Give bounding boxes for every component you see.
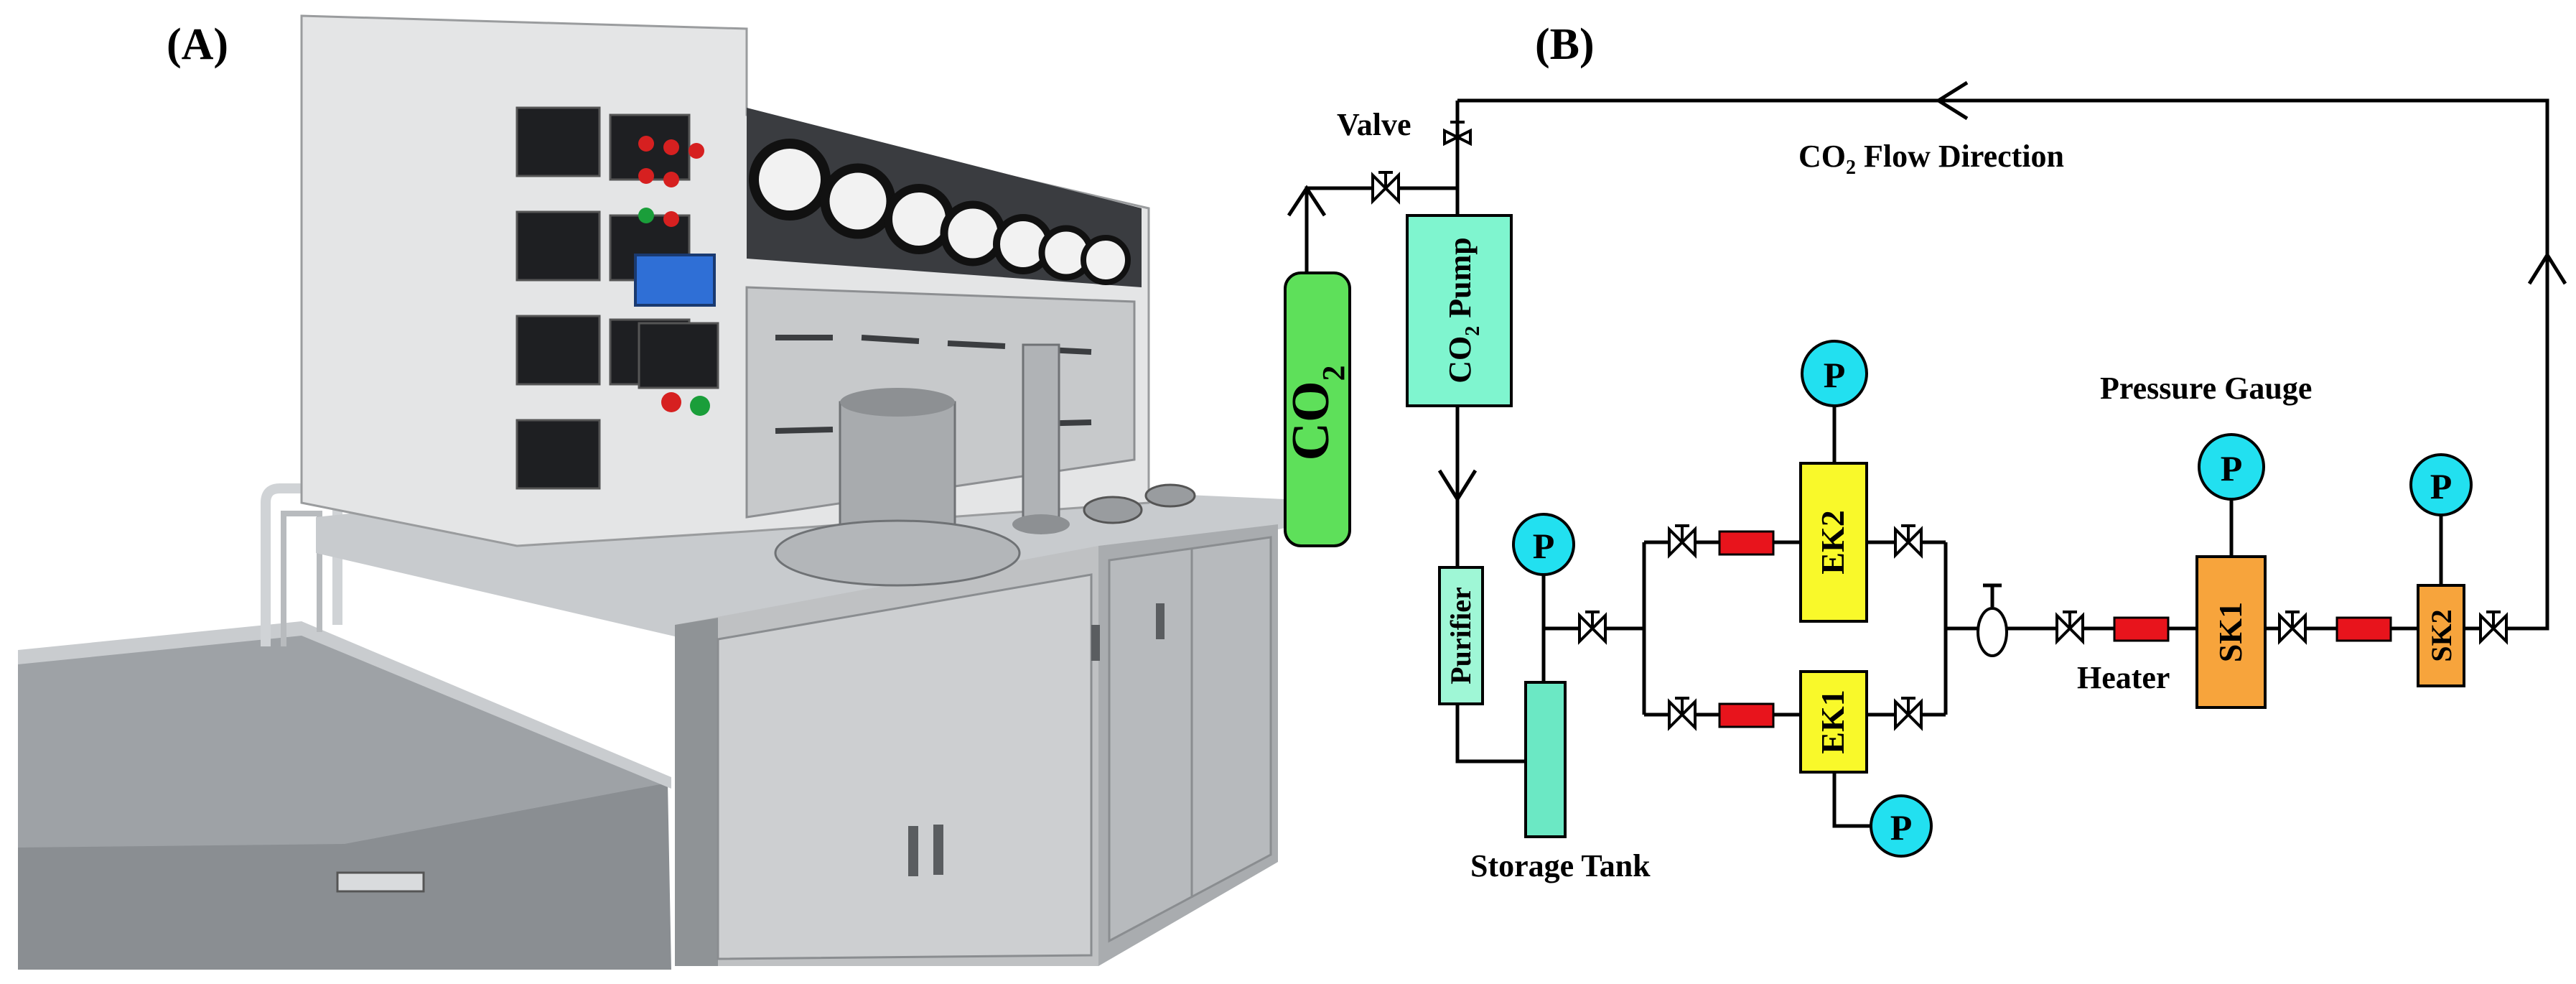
gauge-letter: P <box>2221 448 2243 488</box>
gauge-ek2: P <box>1801 340 1868 407</box>
heater-label: Heater <box>2077 660 2170 695</box>
controller-display <box>515 210 601 282</box>
valve-ek1-in <box>1668 697 1697 731</box>
panel-a-label: (A) <box>167 20 228 69</box>
controller-display <box>515 419 601 490</box>
temperature-controllers <box>515 106 719 490</box>
sink-handle <box>336 871 425 893</box>
valves <box>1371 121 2508 731</box>
photo-valve-handles <box>775 335 1092 434</box>
valve-heater-in <box>2055 611 2084 645</box>
arrow-return-top <box>1935 80 1969 121</box>
indicator-lights <box>638 136 710 416</box>
controller-display <box>638 322 719 389</box>
vessel-small <box>1083 496 1143 524</box>
flow-direction-label: CO2 Flow Direction <box>1798 139 2064 179</box>
co2-cylinder <box>1284 271 1351 547</box>
cabinet-side <box>675 618 718 966</box>
valve-top <box>1443 121 1472 147</box>
gauge-letter: P <box>2430 466 2453 506</box>
ek1-label: EK1 <box>1814 690 1851 753</box>
sight-glass <box>1977 607 2008 657</box>
timer-display-blue <box>634 254 716 307</box>
pressure-gauges-photo <box>749 139 1131 285</box>
ek2-vessel <box>1799 462 1868 623</box>
heaters <box>1718 530 2392 728</box>
cabinet-door-right <box>1108 536 1272 943</box>
controller-display <box>515 106 601 177</box>
gauge-sk1: P <box>2198 433 2265 501</box>
sk2-vessel <box>2417 584 2465 687</box>
ek1-gauge-stem <box>1832 772 1870 828</box>
photo-gauge <box>820 163 896 239</box>
gauge-letter: P <box>1533 526 1555 566</box>
arrow-return-right <box>2527 251 2567 285</box>
ek1-vessel <box>1799 670 1868 774</box>
co2-cylinder-label: CO2 <box>1282 366 1351 461</box>
sk2-label: SK2 <box>2425 609 2458 662</box>
purifier-label: Purifier <box>1445 587 1477 684</box>
door-handle-4 <box>1156 603 1165 639</box>
pressure-gauge-label: Pressure Gauge <box>2100 371 2312 406</box>
co2-pump-label: CO2 Pump <box>1442 237 1484 383</box>
controller-display <box>515 315 601 386</box>
gauge-letter: P <box>1824 355 1846 395</box>
purifier <box>1438 566 1484 705</box>
gauge-sk2: P <box>2409 453 2473 516</box>
arrow-pump-down <box>1437 469 1478 503</box>
pipelines <box>1305 98 2549 828</box>
panel-b-label: (B) <box>1535 20 1595 69</box>
heater-ek1 <box>1718 702 1775 728</box>
heater-ek2 <box>1718 530 1775 556</box>
valve-tank <box>1578 611 1607 645</box>
door-handle-2 <box>933 825 943 875</box>
vessel-small <box>1144 483 1196 508</box>
door-handle-1 <box>908 826 918 876</box>
sk1-vessel <box>2195 555 2267 709</box>
purifier-tank-line <box>1455 704 1526 763</box>
valve-sk2-out <box>2479 611 2508 645</box>
panel-a-photo: (A) <box>18 14 1285 970</box>
valve-ek2-out <box>1894 524 1923 559</box>
gauge-letter: P <box>1890 807 1913 848</box>
valve-label: Valve <box>1337 107 1411 142</box>
door-handle-3 <box>1091 625 1100 661</box>
gauge-tank: P <box>1512 513 1575 576</box>
cabinet-door-left <box>717 573 1093 960</box>
flow-arrows <box>1287 80 2567 503</box>
return-line <box>1457 98 2549 631</box>
storage-tank-label: Storage Tank <box>1470 848 1651 883</box>
ek2-label: EK2 <box>1814 510 1851 574</box>
valve-ek1-out <box>1894 697 1923 731</box>
valve-cylinder <box>1371 171 1400 205</box>
gauge-ek1: P <box>1870 794 1933 858</box>
photo-gauge <box>749 139 831 221</box>
photo-gauge <box>1081 235 1131 285</box>
valve-sk1-out <box>2278 611 2307 645</box>
sk1-label: SK1 <box>2212 602 2249 662</box>
heater-sk2 <box>2335 616 2392 642</box>
vessel-base <box>774 519 1021 587</box>
storage-tank <box>1524 681 1567 838</box>
heater-sk1 <box>2113 616 2170 642</box>
valve-ek2-in <box>1668 524 1697 559</box>
arrow-cylinder <box>1287 185 1327 217</box>
extraction-vessel-column <box>1022 343 1060 519</box>
photo-gauge <box>884 184 954 254</box>
co2-pump <box>1406 214 1513 407</box>
photo-gauge <box>940 200 1006 266</box>
panel-b-schematic: (B) <box>1282 20 2567 883</box>
